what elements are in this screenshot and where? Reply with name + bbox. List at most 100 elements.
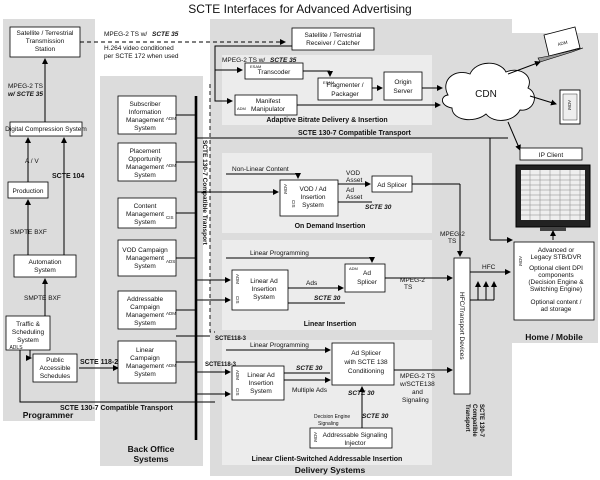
lin-adm-tag: ADM: [166, 363, 176, 368]
non-linear-label: Non-Linear Content: [232, 166, 289, 173]
h264-label-1: H.264 video conditioned: [104, 45, 174, 52]
vod-adm-tag: ADM: [283, 184, 288, 194]
addressable-campaign-text-1: Addressable: [127, 296, 164, 303]
transcoder-text: Transcoder: [258, 69, 291, 76]
linear-ad2-text-3: System: [250, 388, 272, 395]
manifest-text-2: Manipulator: [251, 106, 286, 113]
scte35-top2-label: SCTE 35: [270, 57, 297, 64]
splicer-138-text-1: Ad Splicer: [351, 350, 381, 357]
scte104-label: SCTE 104: [52, 173, 84, 180]
ip-client-box: [519, 147, 583, 161]
linear-ad2-text-1: Linear Ad: [247, 372, 275, 379]
manifest-text-1: Manifest: [256, 98, 281, 105]
sims-text-4: System: [134, 125, 156, 132]
mpeg2-top-label: MPEG-2 TS w/: [104, 31, 147, 38]
diagram-title: SCTE Interfaces for Advanced Advertising: [188, 2, 411, 16]
vod-ad-text-3: System: [302, 202, 324, 209]
scte130-bottom-line: [19, 350, 215, 403]
scte118-3-a: SCTE118-3: [215, 336, 247, 342]
decision-engine-1: Decision Engine: [314, 414, 350, 420]
scte30-b: SCTE 30: [314, 295, 341, 302]
poms-box: [117, 142, 177, 182]
manifest-adm: ADM: [237, 106, 246, 111]
linear-ad-text-3: System: [253, 294, 275, 301]
sat-station-text-3: Station: [35, 46, 56, 53]
vod-ads-tag: ADS: [166, 259, 175, 264]
splicer-adm-tag: ADM: [349, 266, 358, 271]
poms-text-3: Management: [126, 164, 164, 171]
ad-splicer-linear-text-2: Splicer: [357, 279, 378, 286]
cms-text-2: Management: [126, 211, 164, 218]
sat-receiver-box: [291, 27, 375, 51]
cms-text-3: System: [134, 219, 156, 226]
home-label: Home / Mobile: [525, 332, 583, 342]
origin-text-1: Origin: [394, 79, 412, 86]
mpeg2-138-1: MPEG-2 TS: [400, 373, 436, 380]
cdn-to-laptop: [507, 60, 541, 75]
mpeg2-138-3: and: [412, 389, 423, 396]
linear2-cis-tag: CIS: [235, 388, 240, 396]
linear-ad-insertion-box: [231, 269, 289, 311]
digital-compression-text: Digital Compression System: [5, 126, 87, 133]
linear-client-label: Linear Client-Switched Addressable Inser…: [252, 456, 403, 463]
scte130-v2-1: SCTE 130-7: [478, 404, 484, 438]
poms-text-2: Opportunity: [128, 156, 162, 163]
back-office-label-2: Systems: [134, 454, 169, 464]
linear-campaign-text-3: Management: [126, 363, 164, 370]
h264-label-2: per SCTE 172 when used: [104, 53, 179, 60]
automation-box: [13, 254, 77, 278]
vod-campaign-text-2: Management: [126, 255, 164, 262]
mpeg2-ts-1: MPEG-2: [400, 277, 425, 284]
addressable-campaign-text-2: Campaign: [130, 304, 160, 311]
sims-adm-tag: ADM: [166, 116, 176, 121]
ip-client-text: IP Client: [539, 152, 564, 159]
scte35-top-label: SCTE 35: [152, 31, 179, 38]
mpeg2-top2-label: MPEG-2 TS w/: [222, 57, 265, 64]
public-schedules-text-1: Public: [46, 357, 64, 364]
back-office-label-1: Back Office: [128, 444, 175, 454]
poms-text-4: System: [134, 172, 156, 179]
stb-text-2: Legacy STB/DVR: [531, 254, 582, 261]
linear-prog-2: Linear Programming: [250, 342, 309, 349]
digital-compression-box: [9, 121, 83, 137]
public-schedules-text-2: Accessible: [39, 365, 70, 372]
sims-box: [117, 95, 177, 135]
programmer-label: Programmer: [23, 410, 74, 420]
addressable-campaign-text-4: System: [134, 320, 156, 327]
tv-icon: [515, 164, 591, 231]
traffic-text-2: Scheduling: [12, 329, 45, 336]
ad-asset-2: Asset: [346, 194, 362, 201]
mpeg2-left-label-1: MPEG-2 TS: [8, 83, 44, 90]
splicer-138-text-3: Conditioning: [348, 368, 385, 375]
mpeg2-v-2: TS: [448, 238, 457, 245]
vod-cis-tag: CIS: [291, 200, 296, 208]
origin-text-2: Server: [393, 88, 413, 95]
traffic-text-3: System: [17, 337, 39, 344]
cms-text-1: Content: [134, 203, 157, 210]
hfc-devices-text: HFC/Transport Devices: [458, 292, 465, 360]
scte118-3-b: SCTE118-3: [205, 362, 237, 368]
cdn-to-tablet: [529, 95, 557, 106]
linear-adm-tag: ADM: [235, 274, 240, 284]
fragmenter-text-1: Fragmenter /: [326, 82, 363, 89]
ads-label: Ads: [306, 280, 318, 287]
automation-text-2: System: [34, 267, 56, 274]
scte30-c: SCTE 30: [296, 365, 323, 372]
vod-ad-insertion-box: [279, 179, 339, 217]
scte130-bottom-label: SCTE 130-7 Compatible Transport: [60, 405, 173, 412]
sat-station-text-2: Transmission: [26, 38, 65, 45]
linear-ad-insertion-2-box: [231, 365, 285, 401]
splicer-138-text-2: with SCTE 138: [343, 359, 388, 366]
scte130-v2-2: Compatible: [471, 404, 477, 437]
smpte-bxf-label-2: SMPTE BXF: [24, 295, 61, 302]
vod-ad-text-1: VOD / Ad: [299, 186, 326, 193]
traffic-box: [5, 315, 51, 351]
sims-text-1: Subscriber: [129, 101, 161, 108]
vod-campaign-text-1: VOD Campaign: [122, 247, 168, 254]
scte118-2-label: SCTE 118-2: [80, 359, 118, 366]
public-schedules-box: [32, 353, 78, 383]
ad-asset-1: Ad: [346, 187, 354, 194]
fragmenter-esam: ESAM: [323, 80, 334, 85]
